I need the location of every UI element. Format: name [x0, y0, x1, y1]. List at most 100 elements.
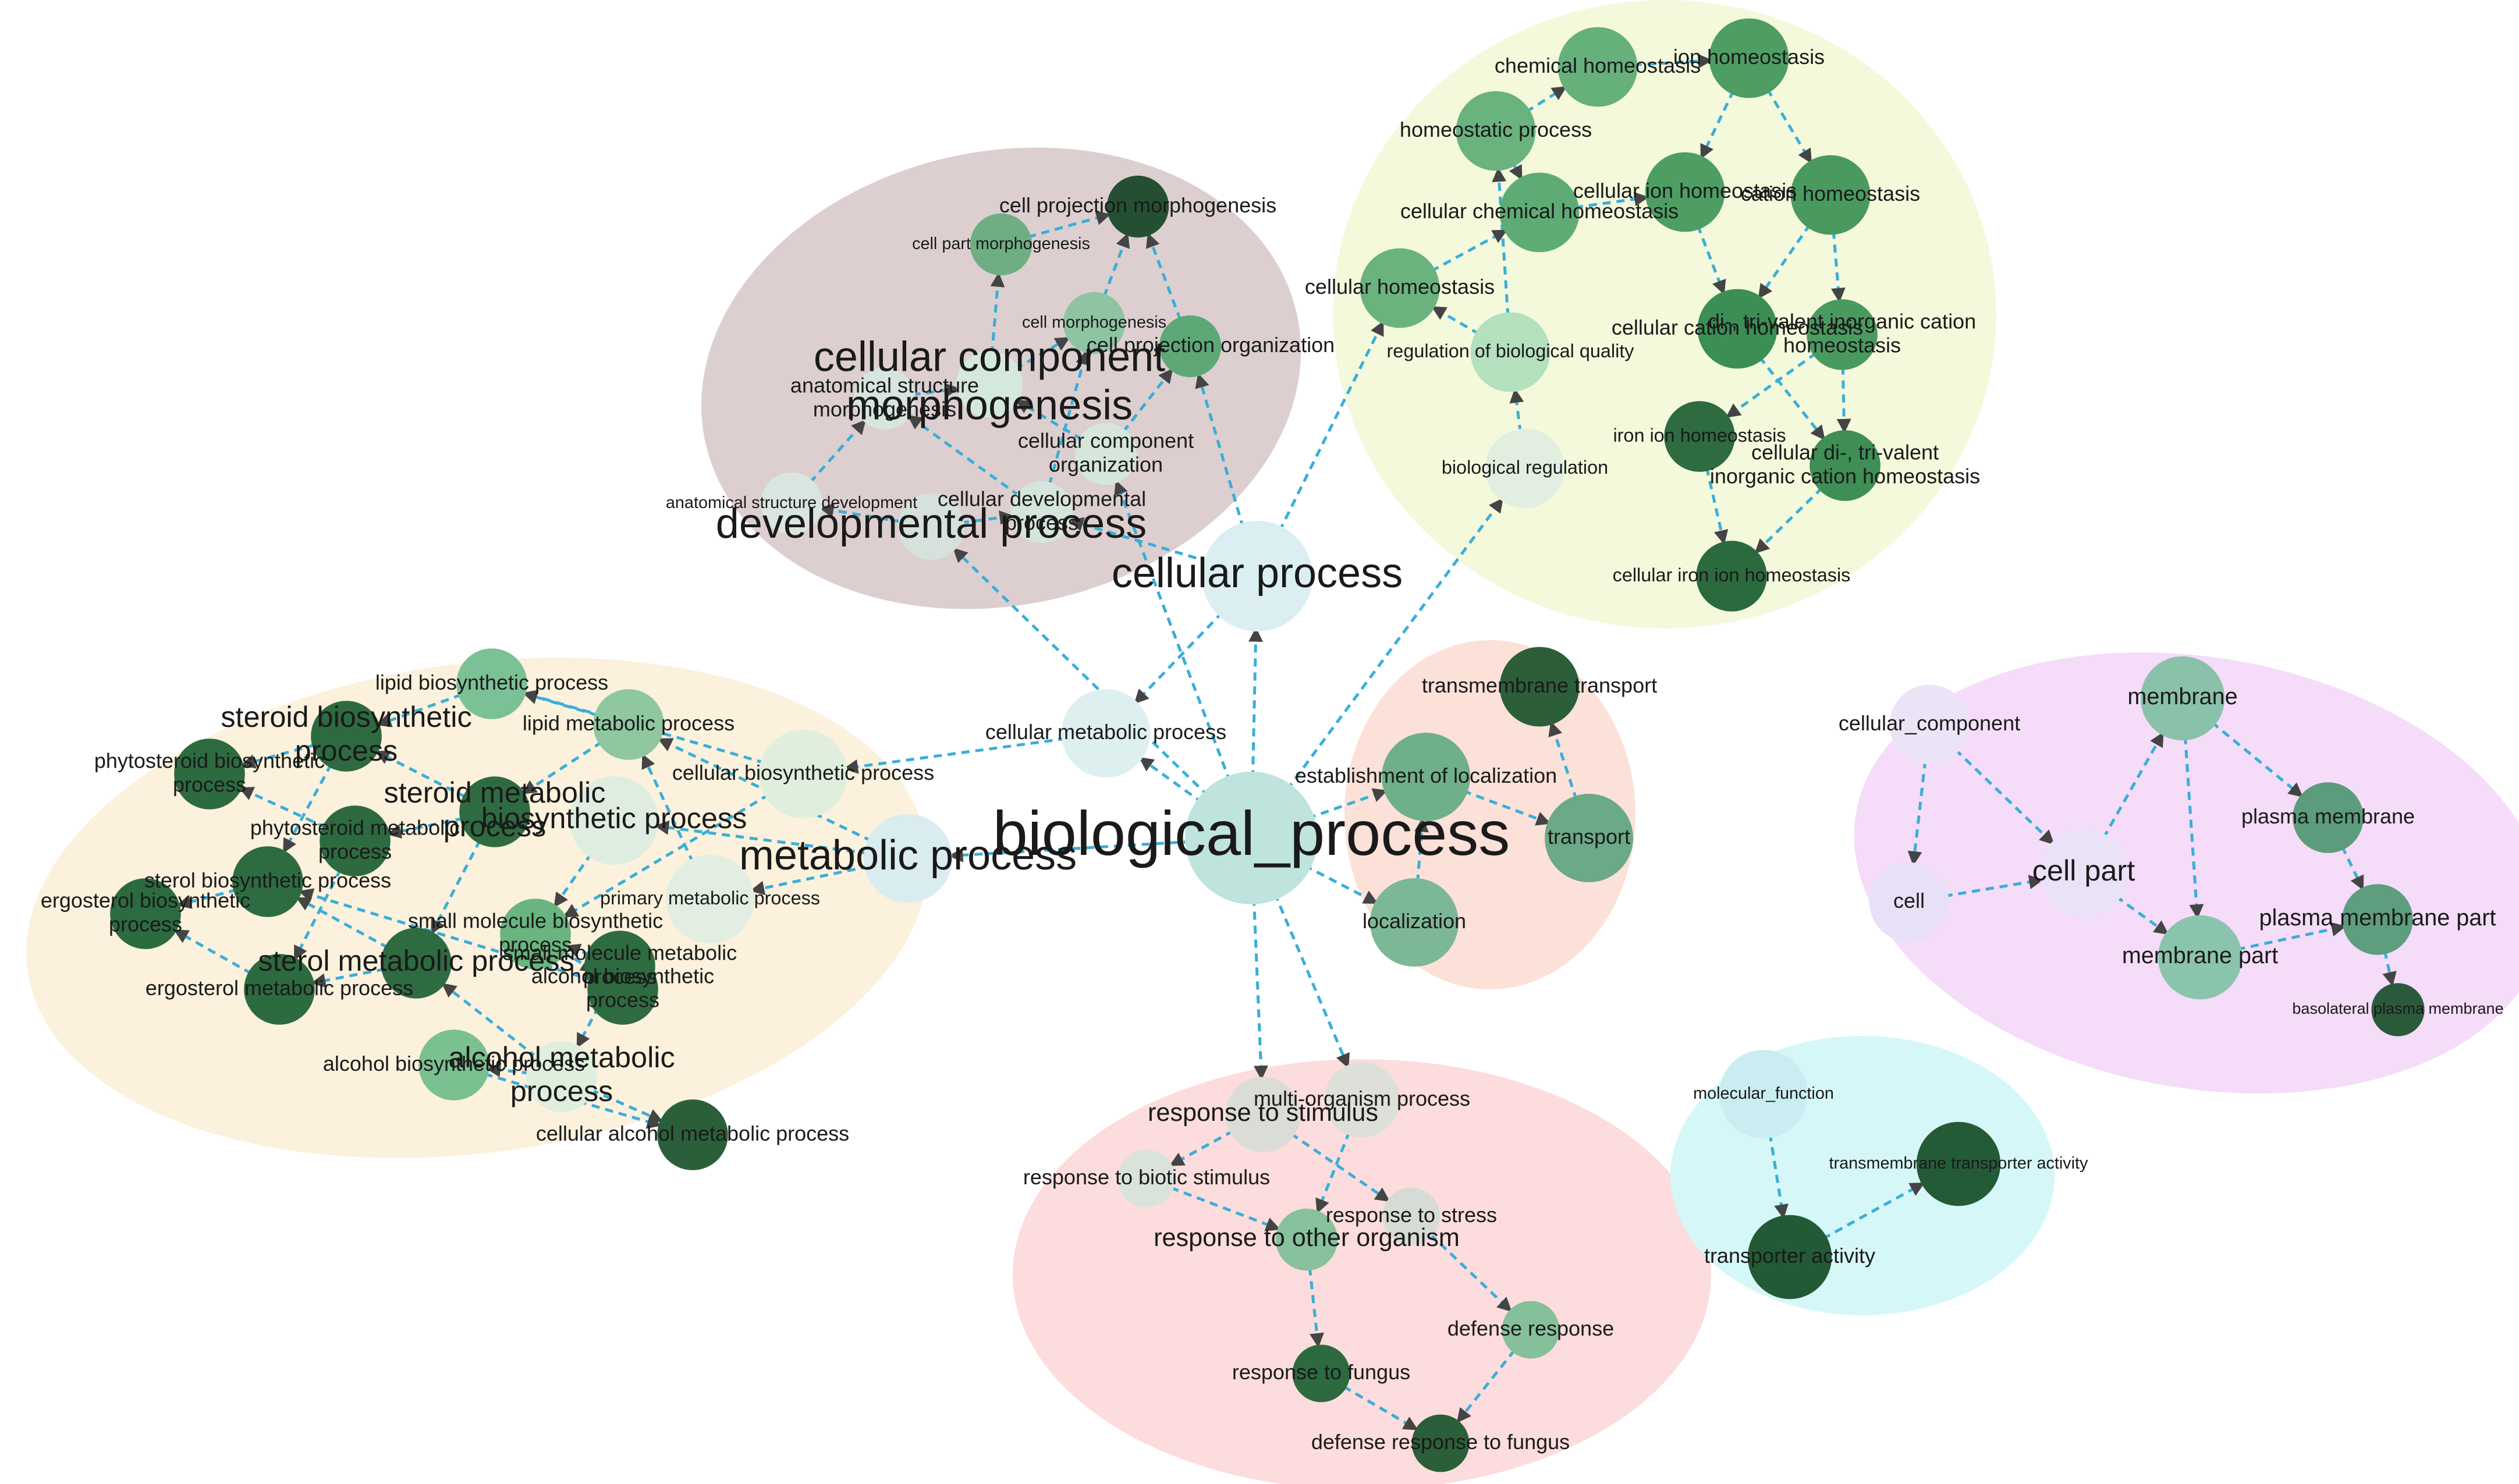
edge-ccath-to-cdtv: [1758, 356, 1826, 441]
node-rtst[interactable]: [1382, 1187, 1441, 1245]
edge-mp-to-biop: [654, 820, 869, 855]
edge-bp-to-breg: [1286, 498, 1504, 791]
node-label-abp2: alcohol biosynthetic process: [323, 1052, 585, 1075]
node-cdp[interactable]: [1010, 481, 1073, 544]
node-mem[interactable]: [2140, 656, 2225, 741]
node-label-lmp: lipid metabolic process: [523, 711, 735, 735]
edge-cdtv-to-ciih: [1754, 487, 1823, 554]
node-cmp[interactable]: [1062, 689, 1150, 777]
node-label-chh: chemical homeostasis: [1495, 54, 1701, 77]
node-cchh[interactable]: [1499, 172, 1580, 253]
node-bp[interactable]: [1185, 772, 1318, 904]
node-label-rtf: response to fungus: [1232, 1360, 1410, 1384]
edge-rtbs-to-rtoo: [1170, 1186, 1281, 1231]
node-cc[interactable]: [1889, 684, 1970, 765]
edge-cdp-to-cm: [1048, 350, 1090, 486]
node-label-mf: molecular_function: [1693, 1084, 1834, 1103]
node-cath[interactable]: [1790, 155, 1871, 235]
node-cbp[interactable]: [759, 730, 847, 818]
node-cdtv[interactable]: [1810, 430, 1881, 501]
node-phmp[interactable]: [320, 805, 391, 876]
node-dp[interactable]: [898, 494, 964, 560]
node-smbp[interactable]: [500, 899, 571, 970]
node-cih[interactable]: [1645, 152, 1725, 232]
node-cpm[interactable]: [1106, 175, 1169, 238]
node-label-cm: cell morphogenesis: [1022, 313, 1166, 332]
node-ccm[interactable]: [956, 351, 1023, 417]
node-asm[interactable]: [853, 367, 916, 430]
node-cellpart[interactable]: [2039, 829, 2128, 917]
node-cp[interactable]: [1202, 521, 1312, 631]
node-loc[interactable]: [1370, 878, 1459, 967]
node-dtv[interactable]: [1807, 299, 1878, 370]
node-cco[interactable]: [1074, 423, 1137, 485]
node-cpo[interactable]: [1159, 315, 1222, 378]
node-label-mem: membrane: [2127, 684, 2237, 709]
node-label-cp: cellular process: [1112, 550, 1403, 597]
node-pm[interactable]: [2293, 782, 2364, 853]
node-ccath[interactable]: [1697, 289, 1778, 369]
node-amp[interactable]: [526, 1041, 597, 1112]
edge-smp-to-sbp: [375, 750, 467, 799]
node-biop[interactable]: [570, 776, 658, 865]
node-stbp[interactable]: [232, 846, 303, 917]
node-smmp[interactable]: [584, 931, 655, 1002]
node-drtf[interactable]: [1411, 1414, 1470, 1472]
node-mf[interactable]: [1719, 1050, 1808, 1138]
node-ebp[interactable]: [110, 878, 181, 949]
node-chh[interactable]: [1557, 27, 1638, 107]
node-label-tta: transmembrane transporter activity: [1829, 1154, 2089, 1173]
node-label-breg: biological regulation: [1442, 457, 1608, 478]
edge-ch-to-cchh: [1430, 229, 1508, 272]
edge-pmp-to-lmp: [641, 754, 695, 864]
node-camp[interactable]: [657, 1099, 728, 1170]
node-rts[interactable]: [1225, 1077, 1301, 1152]
edge-lbp-to-sbp: [376, 693, 463, 727]
node-abp2[interactable]: [418, 1029, 489, 1100]
node-rtbs[interactable]: [1117, 1149, 1176, 1208]
edge-cmp-to-cbp: [843, 737, 1067, 774]
node-cpm2[interactable]: [970, 213, 1033, 276]
node-dr[interactable]: [1502, 1301, 1560, 1359]
node-stmp[interactable]: [381, 928, 452, 999]
node-eol[interactable]: [1382, 733, 1470, 821]
node-sbp[interactable]: [311, 701, 382, 772]
node-lmp[interactable]: [593, 689, 664, 760]
node-phbp[interactable]: [174, 739, 245, 810]
node-mp[interactable]: [864, 814, 952, 903]
node-ta[interactable]: [1747, 1215, 1832, 1300]
node-asd[interactable]: [760, 472, 823, 535]
node-mop[interactable]: [1324, 1062, 1400, 1138]
node-hp[interactable]: [1456, 91, 1536, 171]
node-pmp[interactable]: [666, 855, 754, 943]
node-tr[interactable]: [1545, 794, 1633, 882]
node-pmp2[interactable]: [2342, 884, 2413, 955]
node-breg[interactable]: [1485, 428, 1565, 509]
node-cm[interactable]: [1063, 292, 1126, 354]
node-ciih[interactable]: [1696, 541, 1767, 612]
node-label-ciih: cellular iron ion homeostasis: [1613, 565, 1851, 585]
node-ih[interactable]: [1709, 18, 1789, 98]
edge-ta-to-tta: [1822, 1181, 1925, 1240]
edge-pm-to-pmp2: [2340, 846, 2365, 891]
node-rbq[interactable]: [1470, 312, 1551, 392]
node-cell[interactable]: [1869, 862, 1949, 942]
node-smp[interactable]: [459, 776, 530, 847]
node-iih[interactable]: [1664, 401, 1735, 472]
node-label-rts: response to stimulus: [1148, 1099, 1378, 1127]
node-rtoo[interactable]: [1275, 1208, 1338, 1271]
node-tmt[interactable]: [1499, 647, 1580, 727]
node-mpart[interactable]: [2158, 915, 2243, 1000]
node-rtf[interactable]: [1292, 1344, 1350, 1403]
node-tta[interactable]: [1916, 1121, 2001, 1206]
node-emp[interactable]: [244, 954, 315, 1025]
node-lbp[interactable]: [456, 648, 527, 719]
node-ch[interactable]: [1360, 248, 1440, 328]
node-label-tmt: transmembrane transport: [1422, 673, 1657, 697]
node-bpm[interactable]: [2371, 983, 2425, 1036]
edge-cp-to-cdp: [1069, 517, 1210, 564]
